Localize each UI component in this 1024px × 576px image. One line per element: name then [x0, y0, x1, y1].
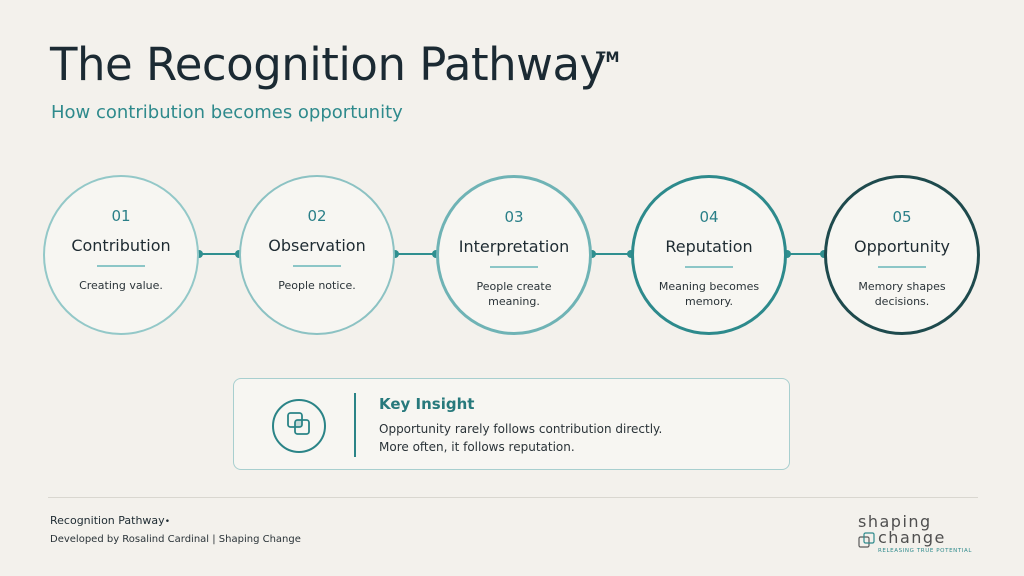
step-divider	[878, 266, 926, 268]
step-description: Memory shapes decisions.	[858, 280, 946, 308]
step-number: 04	[699, 208, 719, 226]
step-number: 02	[307, 207, 327, 225]
page-subtitle: How contribution becomes opportunity	[51, 102, 403, 123]
step-interpretation: 03 Interpretation People create meaning.	[436, 175, 592, 335]
footer-credit: Developed by Rosalind Cardinal | Shaping…	[50, 534, 301, 545]
insight-title: Key Insight	[379, 395, 475, 413]
step-divider	[97, 265, 145, 267]
step-description: People notice.	[278, 279, 356, 292]
brand-name-line-1: shaping	[858, 512, 932, 531]
connector-1-2	[199, 253, 240, 255]
step-description: People create meaning.	[476, 280, 552, 308]
step-reputation: 04 Reputation Meaning becomes memory.	[631, 175, 787, 335]
overlapping-squares-icon	[272, 399, 326, 453]
footer-bullet: •	[164, 517, 170, 527]
insight-text-line-1: Opportunity rarely follows contribution …	[379, 422, 663, 436]
step-name: Opportunity	[853, 237, 950, 256]
step-number: 01	[111, 207, 131, 225]
step-observation: 02 Observation People notice.	[239, 175, 395, 335]
step-name: Reputation	[665, 237, 753, 256]
brand-squares-icon	[858, 532, 876, 550]
brand-tagline: RELEASING TRUE POTENTIAL	[878, 548, 973, 554]
connector-dot	[783, 250, 791, 258]
brand-logo-block: shaping change RELEASING TRUE POTENTIAL	[856, 512, 976, 562]
footer-divider	[48, 497, 978, 498]
connector-4-5	[787, 253, 825, 255]
step-description: Meaning becomes memory.	[658, 280, 760, 308]
step-contribution: 01 Contribution Creating value.	[43, 175, 199, 335]
insight-text-line-2: More often, it follows reputation.	[379, 440, 575, 454]
step-name: Contribution	[71, 236, 171, 255]
footer-title: Recognition Pathway•	[50, 514, 170, 527]
step-divider	[293, 265, 341, 267]
brand-name-line-2: change	[878, 528, 946, 547]
step-name: Observation	[268, 236, 366, 255]
page-title: The Recognition Pathway	[50, 38, 606, 91]
step-divider	[490, 266, 538, 268]
connector-dot	[195, 250, 203, 258]
step-description: Creating value.	[79, 279, 163, 292]
trademark-mark: TM	[596, 50, 620, 66]
step-name: Interpretation	[458, 237, 570, 256]
connector-2-3	[395, 253, 436, 255]
step-number: 03	[504, 208, 524, 226]
key-insight-card: Key Insight Opportunity rarely follows c…	[233, 378, 790, 470]
footer-title-text: Recognition Pathway	[50, 514, 165, 527]
connector-dot	[391, 250, 399, 258]
connector-dot	[588, 250, 596, 258]
step-number: 05	[892, 208, 912, 226]
step-divider	[685, 266, 733, 268]
connector-3-4	[592, 253, 632, 255]
insight-divider	[354, 393, 356, 457]
step-opportunity: 05 Opportunity Memory shapes decisions.	[824, 175, 980, 335]
